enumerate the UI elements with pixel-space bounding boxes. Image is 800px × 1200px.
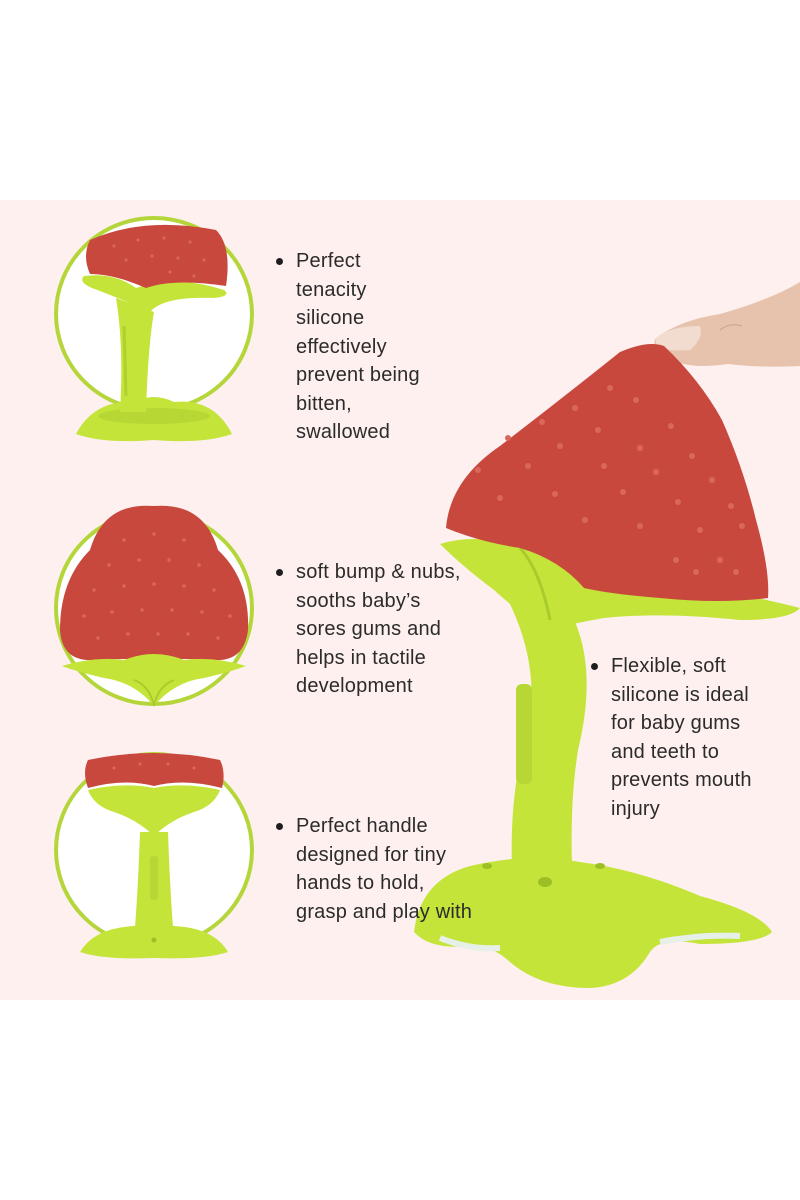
feature-bumps: soft bump & nubs, sooths baby’s sores gu… <box>276 558 461 701</box>
detail-circle-side-view <box>54 216 254 442</box>
teether-handle-view-icon <box>54 752 254 959</box>
teether-front-view-icon <box>54 505 254 707</box>
bullet-icon <box>276 569 283 576</box>
teether-side-view-icon <box>54 216 254 442</box>
feature-bumps-text: soft bump & nubs, sooths baby’s sores gu… <box>296 561 461 697</box>
feature-flexible: Flexible, soft silicone is ideal for bab… <box>591 652 752 823</box>
detail-circle-front-view <box>54 505 254 707</box>
bullet-icon <box>276 258 283 265</box>
feature-tenacity: Perfect tenacity silicone effectively pr… <box>276 247 420 447</box>
feature-handle: Perfect handle designed for tiny hands t… <box>276 812 472 926</box>
feature-tenacity-text: Perfect tenacity silicone effectively pr… <box>296 250 420 443</box>
detail-circle-handle-view <box>54 752 254 959</box>
bullet-icon <box>276 823 283 830</box>
feature-flexible-text: Flexible, soft silicone is ideal for bab… <box>611 655 752 820</box>
feature-handle-text: Perfect handle designed for tiny hands t… <box>296 815 473 923</box>
bullet-icon <box>591 663 598 670</box>
